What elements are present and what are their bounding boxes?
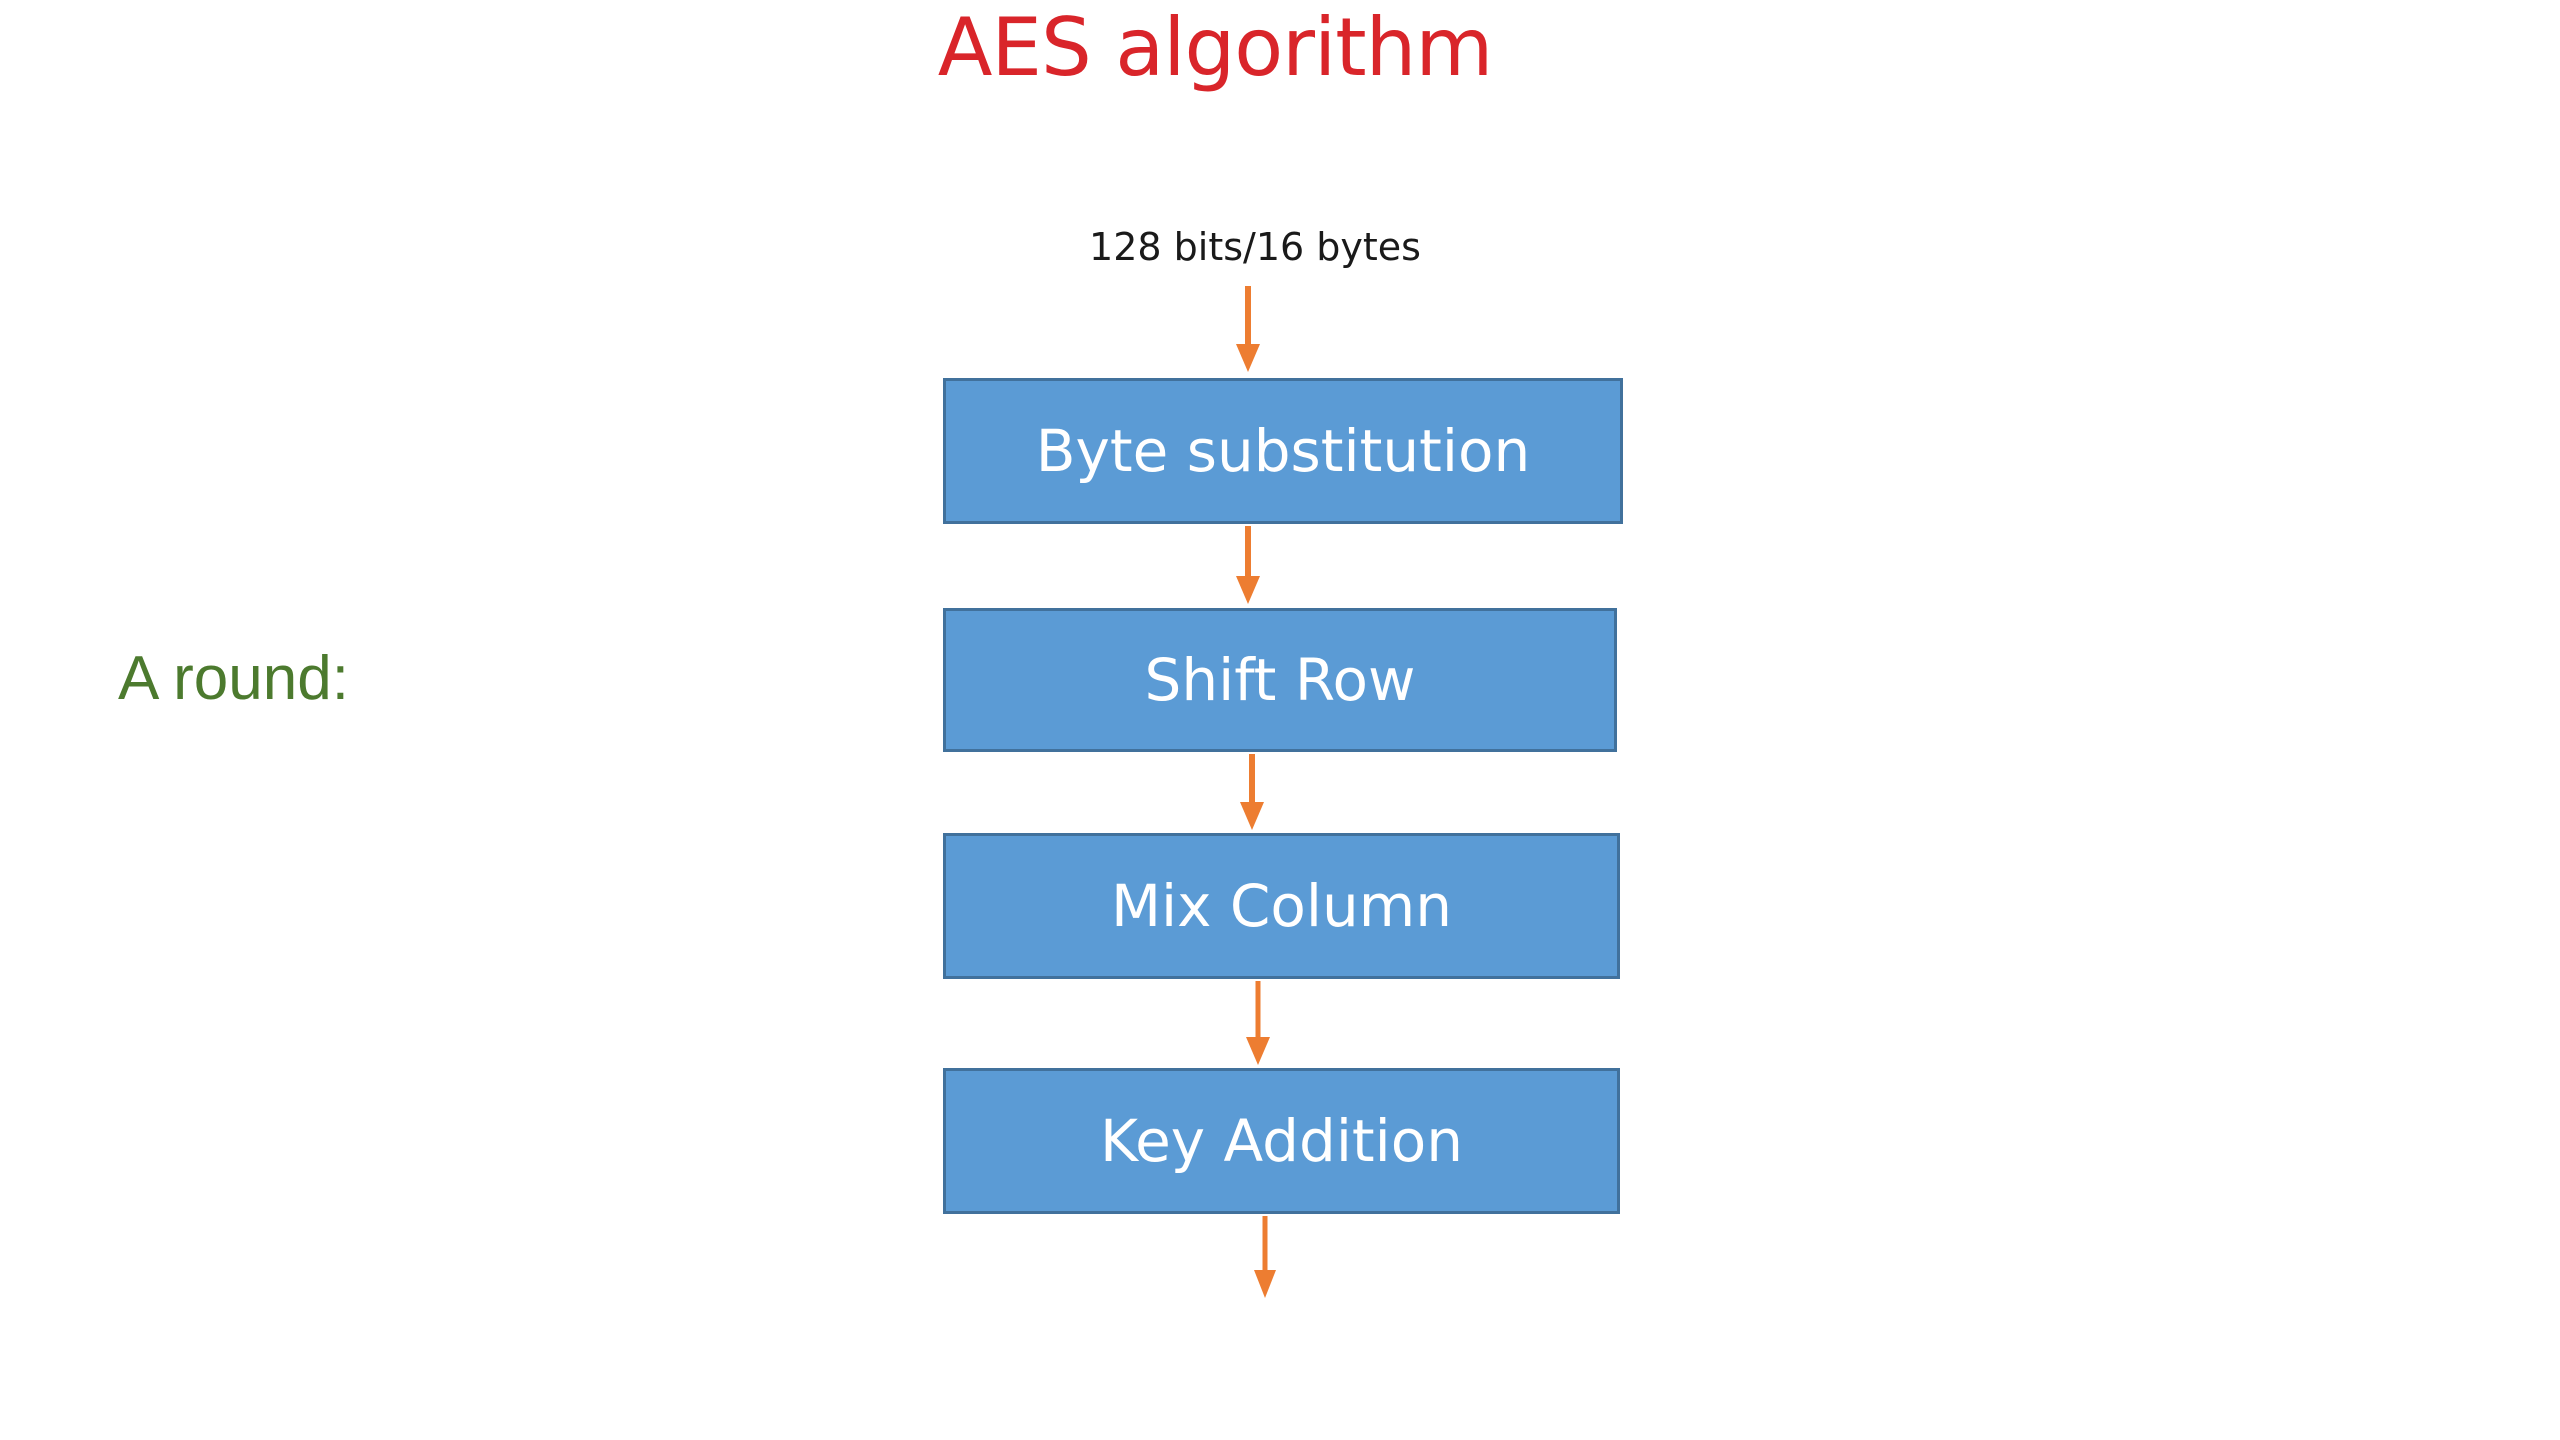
arrow-down-icon-byte-substitution-to-shift-row	[1228, 526, 1268, 606]
flow-step-label: Key Addition	[1099, 1107, 1464, 1175]
round-annotation-label: A round:	[118, 644, 349, 713]
flow-step-byte-substitution[interactable]: Byte substitution	[943, 378, 1623, 524]
page-title: AES algorithm	[937, 1, 1494, 94]
flow-step-label: Shift Row	[1144, 646, 1416, 714]
input-size-label: 128 bits/16 bytes	[1089, 225, 1421, 269]
flow-step-label: Byte substitution	[1035, 417, 1531, 485]
arrow-down-icon-key-addition-to-output	[1245, 1216, 1285, 1300]
flow-step-shift-row[interactable]: Shift Row	[943, 608, 1617, 752]
arrow-down-icon-mix-column-to-key-addition	[1238, 981, 1278, 1067]
aes-round-flowchart: Byte substitution Shift Row Mix Column	[943, 286, 1623, 1316]
arrow-down-icon-shift-row-to-mix-column	[1232, 754, 1272, 832]
flow-step-label: Mix Column	[1110, 872, 1453, 940]
flow-step-key-addition[interactable]: Key Addition	[943, 1068, 1620, 1214]
arrow-down-icon-input-to-byte-substitution	[1228, 286, 1268, 374]
flow-step-mix-column[interactable]: Mix Column	[943, 833, 1620, 979]
